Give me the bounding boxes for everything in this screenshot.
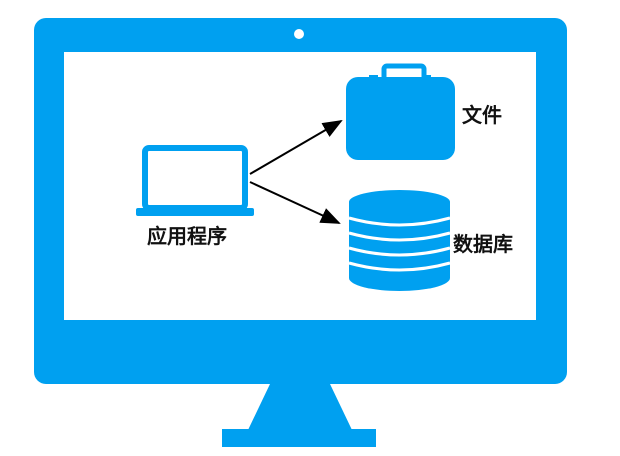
file-label: 文件: [462, 103, 502, 127]
database-icon: [348, 190, 451, 291]
camera-dot-icon: [294, 29, 304, 39]
arrow-to-file: [249, 119, 343, 175]
application-label: 应用程序: [147, 224, 227, 248]
briefcase-icon: [346, 63, 455, 160]
laptop-icon: [136, 145, 254, 216]
monitor-screen: [64, 52, 536, 320]
monitor-stand-base: [222, 429, 376, 447]
arrow-to-database: [249, 181, 341, 224]
database-label: 数据库: [453, 232, 513, 256]
monitor-neck: [248, 384, 352, 430]
